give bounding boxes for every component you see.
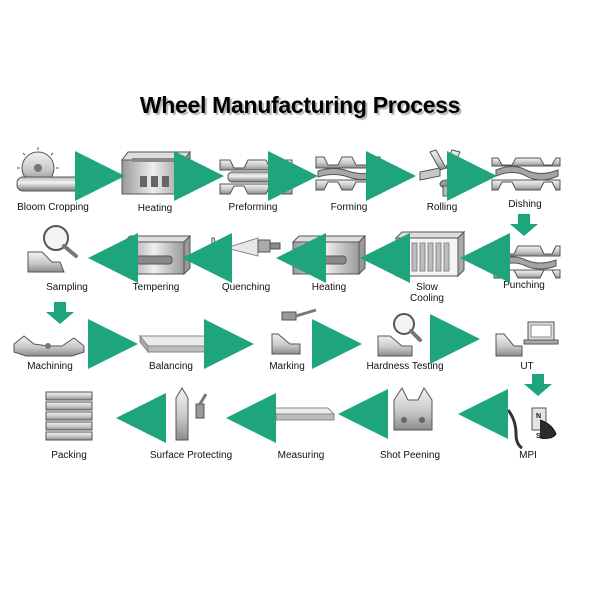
step-label: Dishing — [508, 199, 542, 210]
arrow-down — [46, 302, 74, 324]
arrow-down — [524, 374, 552, 396]
step-label: Slow Cooling — [410, 282, 444, 304]
step-label: Heating — [137, 203, 173, 214]
step-label: Preforming — [228, 202, 278, 213]
step-label: MPI — [519, 450, 537, 461]
step-label: Heating — [311, 282, 347, 293]
step-label: Rolling — [426, 202, 458, 213]
step-label: Bloom Cropping — [17, 202, 89, 213]
step-label: Sampling — [46, 282, 88, 293]
arrow-down — [510, 214, 538, 236]
step-label: Hardness Testing — [366, 361, 444, 372]
step-label: Tempering — [132, 282, 180, 293]
step-label: Punching — [503, 280, 545, 291]
step-label: Machining — [27, 361, 73, 372]
step-label: Quenching — [221, 282, 271, 293]
step-label: Marking — [269, 361, 305, 372]
mpi-south-letter: S — [536, 433, 541, 440]
step-label: Packing — [51, 450, 87, 461]
step-label: Shot Peening — [379, 450, 441, 461]
step-label: Forming — [330, 202, 368, 213]
step-label: Balancing — [149, 361, 193, 372]
mpi-north-letter: N — [536, 413, 541, 420]
page-title: Wheel Manufacturing Process — [139, 92, 461, 118]
step-label: Measuring — [277, 450, 325, 461]
step-label: UT — [520, 361, 534, 372]
step-label: Surface Protecting — [149, 450, 233, 461]
